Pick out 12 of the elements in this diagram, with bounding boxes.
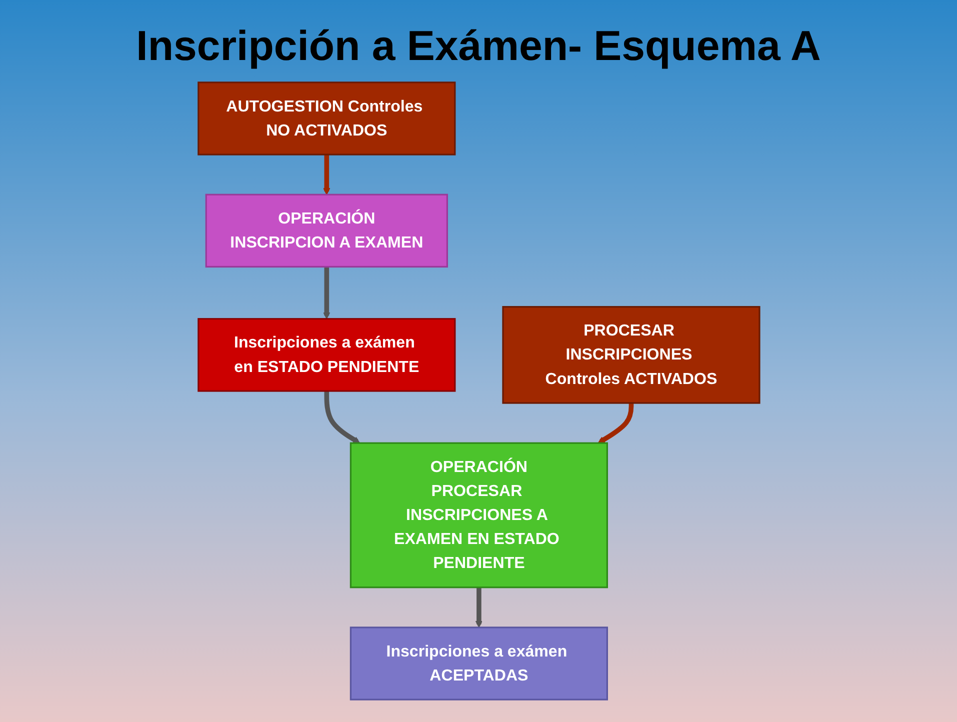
node-box: AUTOGESTION Controles NO ACTIVADOS: [197, 82, 456, 156]
arrow: [322, 154, 330, 195]
diagram-title: Inscripción a Exámen- Esquema A: [135, 21, 822, 71]
node-box: OPERACIÓN PROCESAR INSCRIPCIONES A EXAMEN EN ESTADO PENDIENTE: [349, 442, 608, 588]
arrow: [597, 403, 634, 444]
arrow: [474, 587, 482, 628]
node-box: PROCESAR INSCRIPCIONES Controles ACTIVADOS: [502, 306, 760, 404]
node-box: Inscripciones a exámen ACEPTADAS: [349, 626, 608, 700]
arrow: [324, 391, 360, 444]
node-box: Inscripciones a exámen en ESTADO PENDIENTE: [197, 318, 456, 392]
arrow: [322, 266, 330, 320]
node-box: OPERACIÓN INSCRIPCION A EXAMEN: [204, 194, 448, 268]
